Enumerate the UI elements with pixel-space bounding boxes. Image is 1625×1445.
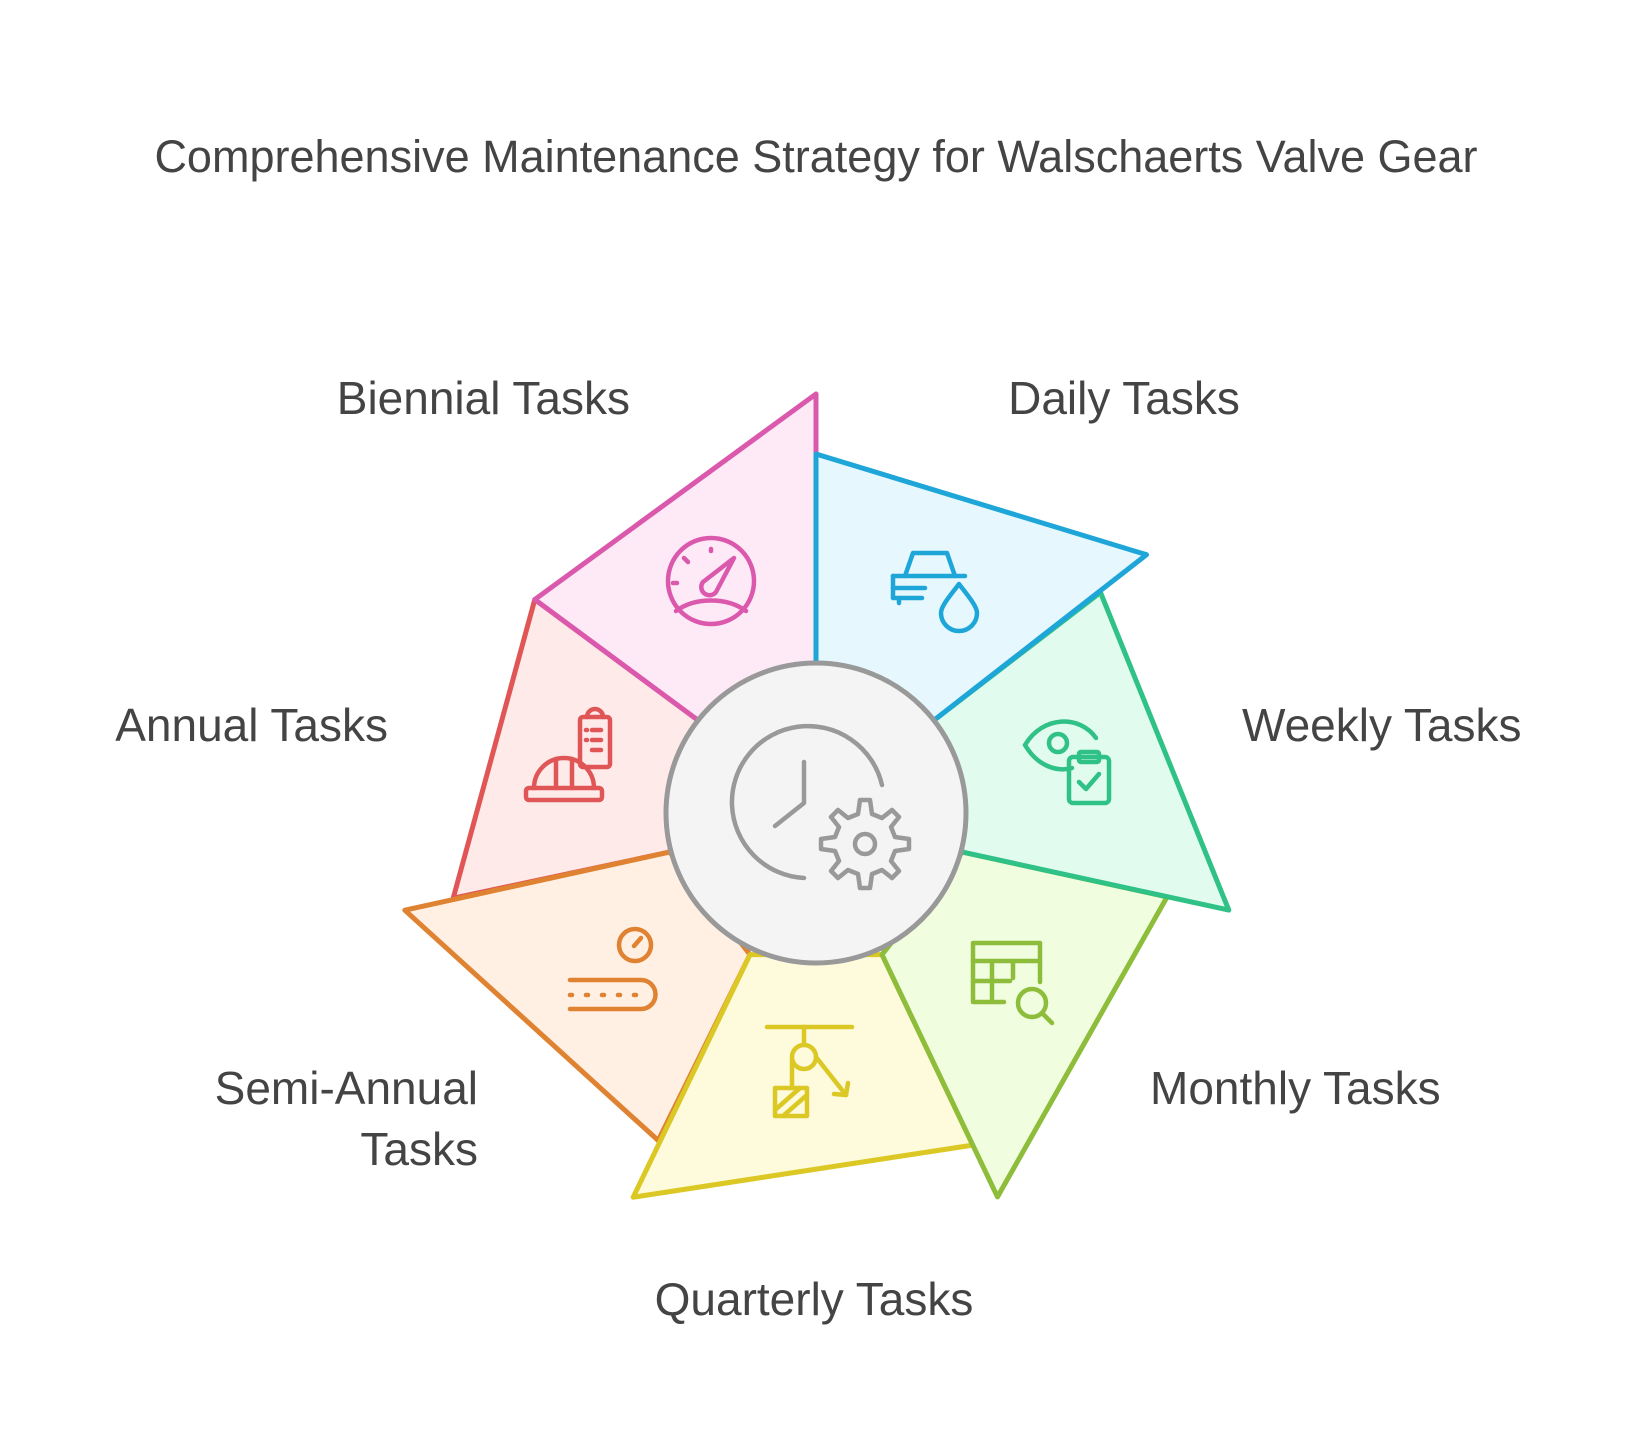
label-annual-line-1: Annual Tasks	[115, 699, 388, 751]
label-quarterly-line-1: Quarterly Tasks	[655, 1273, 974, 1325]
segment-biennial-label: Biennial Tasks	[337, 372, 630, 424]
segment-daily-label: Daily Tasks	[1008, 372, 1240, 424]
label-daily-line-1: Daily Tasks	[1008, 372, 1240, 424]
pulley-weight-icon	[764, 1024, 855, 1119]
label-monthly-line-1: Monthly Tasks	[1150, 1062, 1441, 1114]
label-semi-annual-line-2: Tasks	[360, 1123, 478, 1175]
table-search-icon	[970, 940, 1055, 1026]
segment-annual-label: Annual Tasks	[115, 699, 388, 751]
hardhat-checklist-icon	[523, 706, 613, 803]
speedometer-icon	[665, 535, 757, 627]
label-semi-annual-line-1: Semi-Annual	[215, 1062, 478, 1114]
car-oil-drop-icon	[890, 550, 980, 634]
conveyor-gauge-icon	[567, 926, 658, 1012]
eye-clipboard-check-icon	[1022, 719, 1112, 806]
label-weekly-line-1: Weekly Tasks	[1242, 699, 1522, 751]
segment-quarterly-label: Quarterly Tasks	[655, 1273, 974, 1325]
segment-weekly-label: Weekly Tasks	[1242, 699, 1522, 751]
center-circle	[663, 660, 969, 966]
segment-monthly-label: Monthly Tasks	[1150, 1062, 1441, 1114]
clock-gear-icon	[729, 723, 912, 891]
label-biennial-line-1: Biennial Tasks	[337, 372, 630, 424]
diagram-title: Comprehensive Maintenance Strategy for W…	[154, 131, 1477, 182]
segment-semi-annual-label: Semi-Annual Tasks	[215, 1062, 478, 1175]
